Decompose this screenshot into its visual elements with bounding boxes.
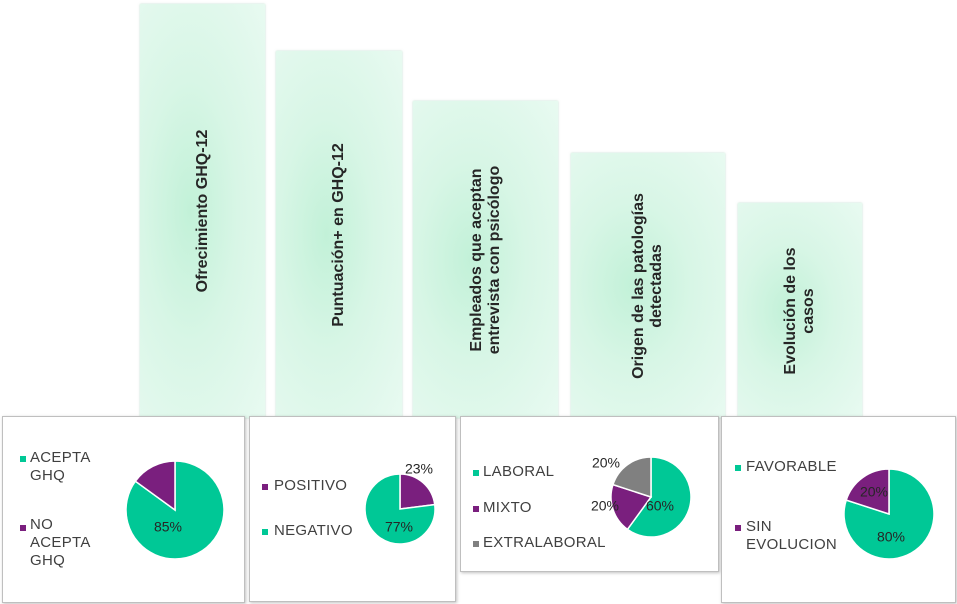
pie-chart-acceptance: 85%: [125, 460, 225, 560]
pie-panel-evolution: FAVORABLE SIN EVOLUCION 80% 20%: [721, 416, 956, 603]
step-bar-3: Empleados que aceptan entrevista con psi…: [413, 101, 558, 418]
pie-data-label-acepta-ghq: 85%: [154, 519, 182, 535]
step-label-2: Puntuación+ en GHQ-12: [330, 143, 348, 327]
step-label-3-line-1: Empleados que aceptan: [467, 167, 485, 352]
legend-acepta-line-2: GHQ: [30, 467, 66, 484]
legend-item-acepta: ACEPTA GHQ: [30, 449, 91, 485]
step-bar-2: Puntuación+ en GHQ-12: [276, 51, 402, 418]
legend-negativo-line-1: NEGATIVO: [274, 522, 353, 539]
step-label-5-line-2: casos: [800, 287, 817, 334]
pie-chart-origin: 60% 20% 20%: [591, 455, 692, 538]
pie-chart-score: 23% 77%: [364, 461, 436, 545]
pie-data-label-negativo: 77%: [385, 519, 413, 535]
legend-item-favorable: FAVORABLE: [746, 458, 837, 476]
step-bar-4: Origen de las patologías detectadas: [571, 153, 725, 418]
legend-item-mixto: MIXTO: [483, 499, 532, 517]
pie-slice-no-acepta-ghq: [134, 460, 176, 512]
legend-item-no-acepta: NO ACEPTA GHQ: [30, 516, 91, 570]
legend-swatch-favorable: [735, 465, 741, 471]
pie-data-label-extralaboral: 20%: [592, 455, 620, 471]
legend-swatch-acepta: [20, 456, 26, 462]
legend-item-sin-evolucion: SIN EVOLUCION: [746, 518, 837, 554]
legend-swatch-negativo: [262, 529, 268, 535]
legend-no-acepta-line-1: NO: [30, 516, 54, 533]
pie-slice-mixto: [610, 483, 653, 531]
pie-panel-score: POSITIVO NEGATIVO 23% 77%: [249, 416, 456, 602]
legend-item-extralaboral: EXTRALABORAL: [483, 534, 606, 552]
step-label-4-line-2: detectadas: [648, 243, 665, 328]
legend-sin-evolucion-line-1: SIN: [746, 518, 772, 535]
legend-favorable-line-1: FAVORABLE: [746, 458, 837, 475]
legend-acepta-line-1: ACEPTA: [30, 449, 91, 466]
legend-swatch-laboral: [473, 470, 479, 476]
step-label-1-line-1: Ofrecimiento GHQ-12: [193, 129, 211, 293]
pie-data-label-sin-evolucion: 20%: [860, 484, 888, 500]
pie-chart-evolution: 80% 20%: [843, 468, 935, 560]
legend-item-negativo: NEGATIVO: [274, 522, 353, 540]
pie-slice-sin-evolucion: [845, 468, 890, 516]
legend-item-positivo: POSITIVO: [274, 477, 347, 495]
legend-no-acepta-line-2: ACEPTA: [30, 534, 91, 551]
pie-panel-acceptance: ACEPTA GHQ NO ACEPTA GHQ 85%: [2, 416, 245, 603]
pie-slice-positivo: [399, 473, 436, 510]
legend-swatch-no-acepta: [20, 525, 26, 531]
pie-slice-extralaboral: [612, 456, 652, 499]
legend-mixto-line-1: MIXTO: [483, 499, 532, 516]
legend-laboral-line-1: LABORAL: [483, 463, 555, 480]
step-label-3-line-2: entrevista con psicólogo: [485, 165, 503, 354]
step-label-1: Ofrecimiento GHQ-12: [194, 130, 212, 293]
step-label-5: Evolución de los casos: [782, 247, 818, 374]
step-bar-5: Evolución de los casos: [738, 203, 862, 418]
pie-panel-origin: LABORAL MIXTO EXTRALABORAL 60% 20% 20%: [460, 416, 719, 572]
step-bar-1: Ofrecimiento GHQ-12: [140, 4, 265, 418]
pie-data-label-mixto: 20%: [591, 498, 619, 514]
legend-extralaboral-line-1: EXTRALABORAL: [483, 534, 606, 551]
legend-no-acepta-line-3: GHQ: [30, 552, 66, 569]
pie-slice-negativo: [364, 473, 436, 545]
pie-slice-laboral: [626, 456, 692, 538]
step-label-3: Empleados que aceptan entrevista con psi…: [468, 165, 504, 353]
legend-swatch-mixto: [473, 506, 479, 512]
pie-data-label-laboral: 60%: [646, 498, 674, 514]
step-label-5-line-1: Evolución de los: [782, 246, 799, 375]
step-label-2-line-1: Puntuación+ en GHQ-12: [330, 142, 347, 327]
legend-swatch-extralaboral: [473, 541, 479, 547]
step-label-4: Origen de las patologías detectadas: [630, 193, 666, 379]
step-label-4-line-1: Origen de las patologías: [630, 192, 647, 379]
legend-positivo-line-1: POSITIVO: [274, 477, 348, 494]
pie-data-label-favorable: 80%: [877, 529, 905, 545]
legend-item-laboral: LABORAL: [483, 463, 554, 481]
legend-sin-evolucion-line-2: EVOLUCION: [746, 536, 838, 553]
pie-data-label-positivo: 23%: [405, 461, 433, 477]
legend-swatch-positivo: [262, 484, 268, 490]
legend-swatch-sin-evolucion: [735, 525, 741, 531]
